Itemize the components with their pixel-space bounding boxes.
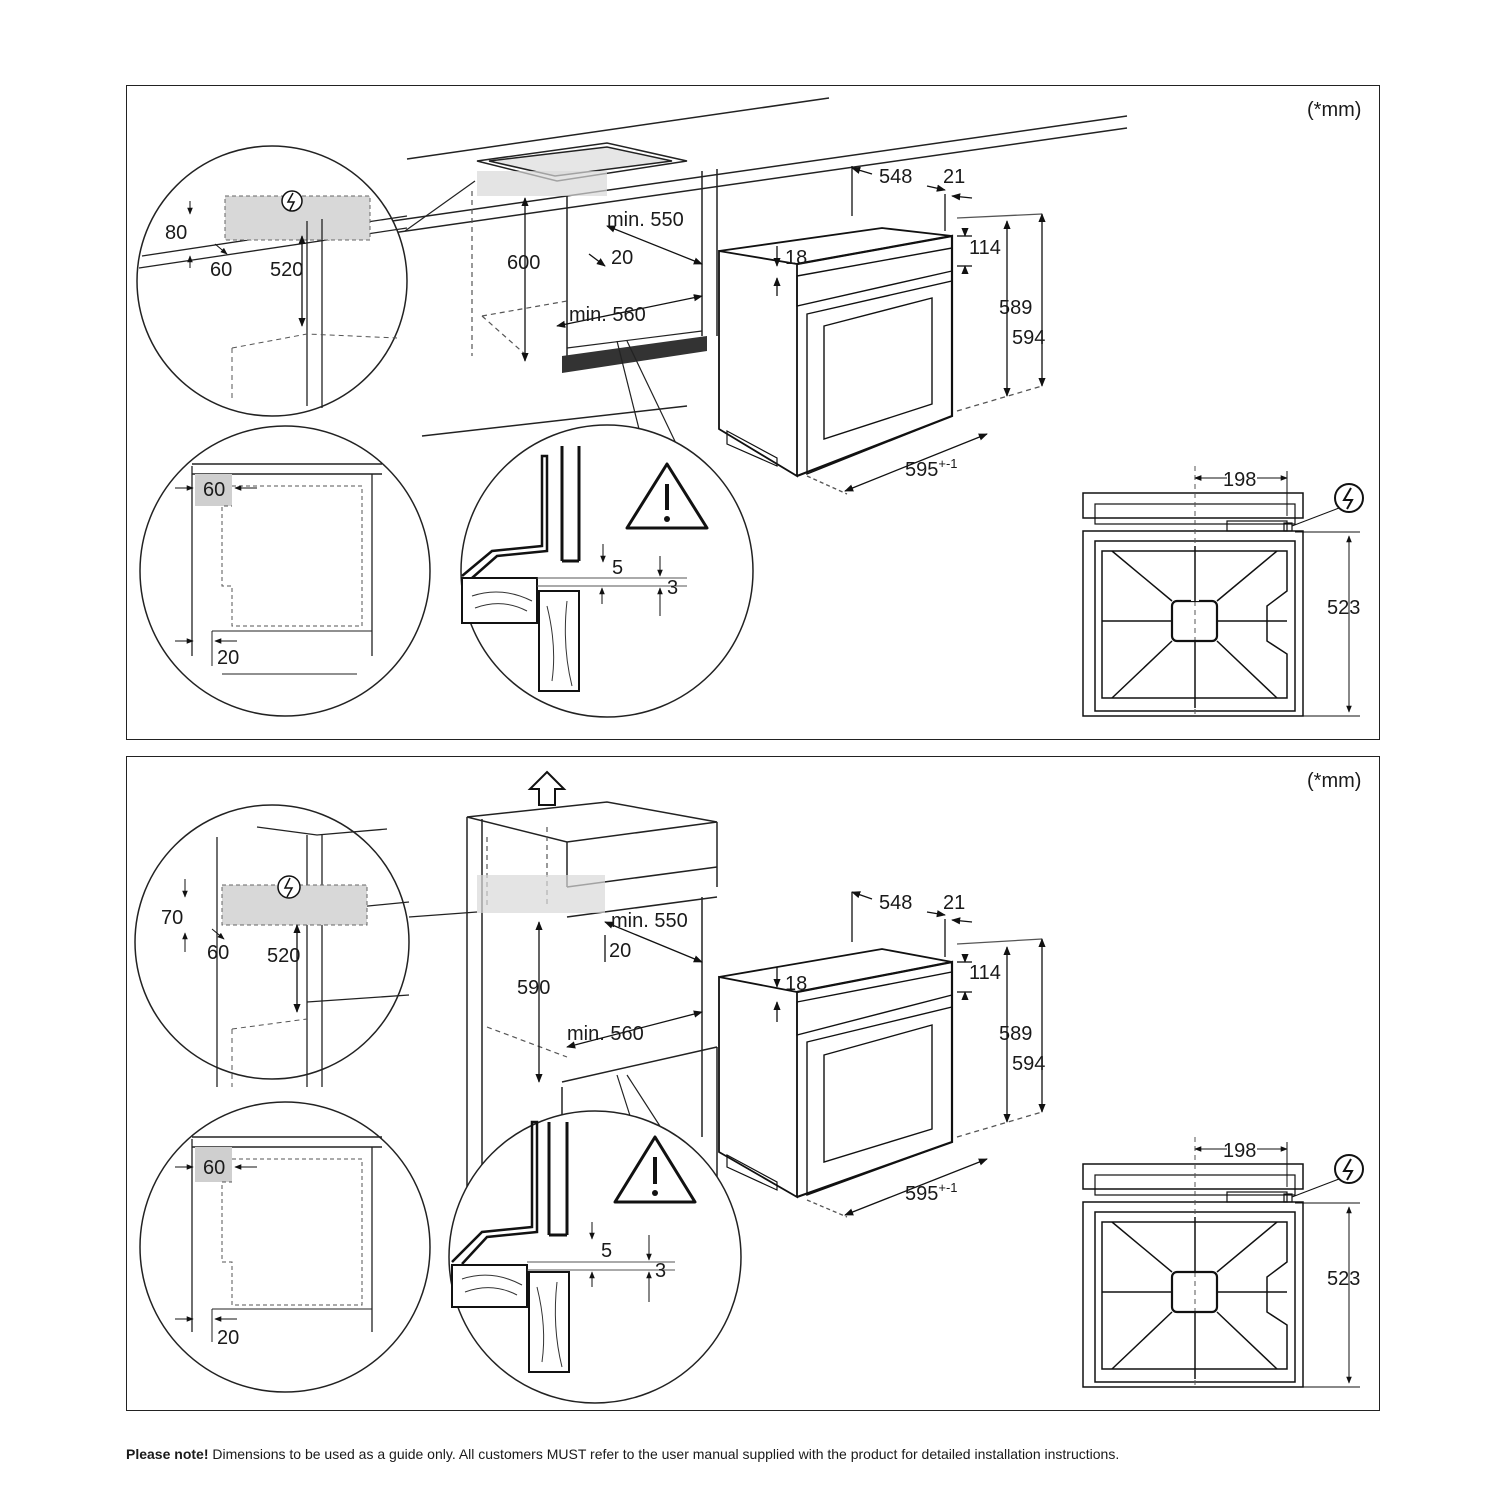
- dim-594: 594: [1012, 1053, 1045, 1075]
- dim-20-niche: 20: [609, 940, 631, 962]
- up-arrow-icon: [527, 770, 567, 806]
- dim-523: 523: [1327, 1268, 1360, 1290]
- dim-min-550: min. 550: [607, 209, 684, 231]
- dim-5: 5: [601, 1240, 612, 1262]
- dim-595-tolerance: +-1: [938, 456, 957, 471]
- oven-front-view: [1082, 466, 1360, 717]
- dim-548: 548: [879, 892, 912, 914]
- dim-595-value: 595: [905, 1183, 938, 1205]
- dim-min-550: min. 550: [611, 910, 688, 932]
- dim-523: 523: [1327, 597, 1360, 619]
- oven-body: [718, 948, 954, 1199]
- dim-60-side: 60: [203, 479, 225, 501]
- panel1-drawing: (*mm) 600 min. 550 20 min. 560: [136, 97, 1364, 718]
- dim-5: 5: [612, 557, 623, 579]
- power-connection-icon: [1334, 483, 1364, 513]
- oven-front-view: [1082, 1137, 1360, 1388]
- ventilation-grille: [562, 330, 707, 373]
- dim-21: 21: [943, 166, 965, 188]
- dim-60-connection: 60: [207, 942, 229, 964]
- dim-20-niche: 20: [611, 247, 633, 269]
- detail-circle-gap: 5 3: [460, 424, 754, 718]
- dim-590: 590: [517, 977, 550, 999]
- unit-label: (*mm): [1307, 99, 1361, 121]
- cabinet-niche: [471, 191, 568, 357]
- dim-198: 198: [1223, 469, 1256, 491]
- dim-114: 114: [969, 237, 1001, 259]
- dim-3: 3: [667, 577, 678, 599]
- dim-18: 18: [785, 973, 807, 995]
- dim-589: 589: [999, 297, 1032, 319]
- dim-595: 595+-1: [905, 1180, 958, 1205]
- dim-60-side: 60: [203, 1157, 225, 1179]
- dim-600: 600: [507, 252, 540, 274]
- panel2-drawing: (*mm) 590 min. 550 20 min. 560: [134, 770, 1364, 1404]
- disclaimer-note: Please note! Dimensions to be used as a …: [126, 1446, 1119, 1462]
- dim-60-connection: 60: [210, 259, 232, 281]
- dim-3: 3: [655, 1260, 666, 1282]
- connection-area: [477, 171, 607, 196]
- dim-595: 595+-1: [905, 456, 958, 481]
- dim-594: 594: [1012, 327, 1045, 349]
- oven-dimension-lines: [773, 891, 1046, 1218]
- warning-triangle-icon: [625, 462, 709, 530]
- dim-520: 520: [270, 259, 303, 281]
- dim-70: 70: [161, 907, 183, 929]
- detail-circle-gap: 5 3: [448, 1110, 742, 1404]
- unit-label: (*mm): [1307, 770, 1361, 792]
- dim-198: 198: [1223, 1140, 1256, 1162]
- detail-circle-side-clearance: 60 20: [139, 1101, 431, 1393]
- power-connection-icon: [281, 190, 303, 212]
- dim-min-560: min. 560: [569, 304, 646, 326]
- panel-column-installation: (*mm) 590 min. 550 20 min. 560: [126, 756, 1380, 1411]
- connection-area: [477, 875, 605, 913]
- detail-circle-connection: 70 60 520: [134, 804, 410, 1087]
- dim-20-side: 20: [217, 1327, 239, 1349]
- dim-114: 114: [969, 962, 1001, 984]
- panel-undercounter-installation: (*mm) 600 min. 550 20 min. 560: [126, 85, 1380, 740]
- cabinet-niche: [486, 827, 568, 1058]
- oven-body: [718, 227, 954, 478]
- dim-589: 589: [999, 1023, 1032, 1045]
- warning-triangle-icon: [613, 1135, 697, 1204]
- dim-min-560: min. 560: [567, 1023, 644, 1045]
- dim-18: 18: [785, 247, 807, 269]
- dim-548: 548: [879, 166, 912, 188]
- dim-20-side: 20: [217, 647, 239, 669]
- detail-circle-connection: 80 60 520: [136, 145, 408, 417]
- oven-dimension-lines: [773, 166, 1046, 495]
- dim-520: 520: [267, 945, 300, 967]
- power-connection-icon: [277, 875, 301, 899]
- dim-595-value: 595: [905, 459, 938, 481]
- power-connection-icon: [1334, 1154, 1364, 1184]
- dim-80: 80: [165, 222, 187, 244]
- detail-circle-side-clearance: 60 20: [139, 425, 431, 717]
- dim-595-tolerance: +-1: [938, 1180, 957, 1195]
- note-text: Dimensions to be used as a guide only. A…: [208, 1446, 1120, 1462]
- note-bold: Please note!: [126, 1446, 209, 1462]
- dim-21: 21: [943, 892, 965, 914]
